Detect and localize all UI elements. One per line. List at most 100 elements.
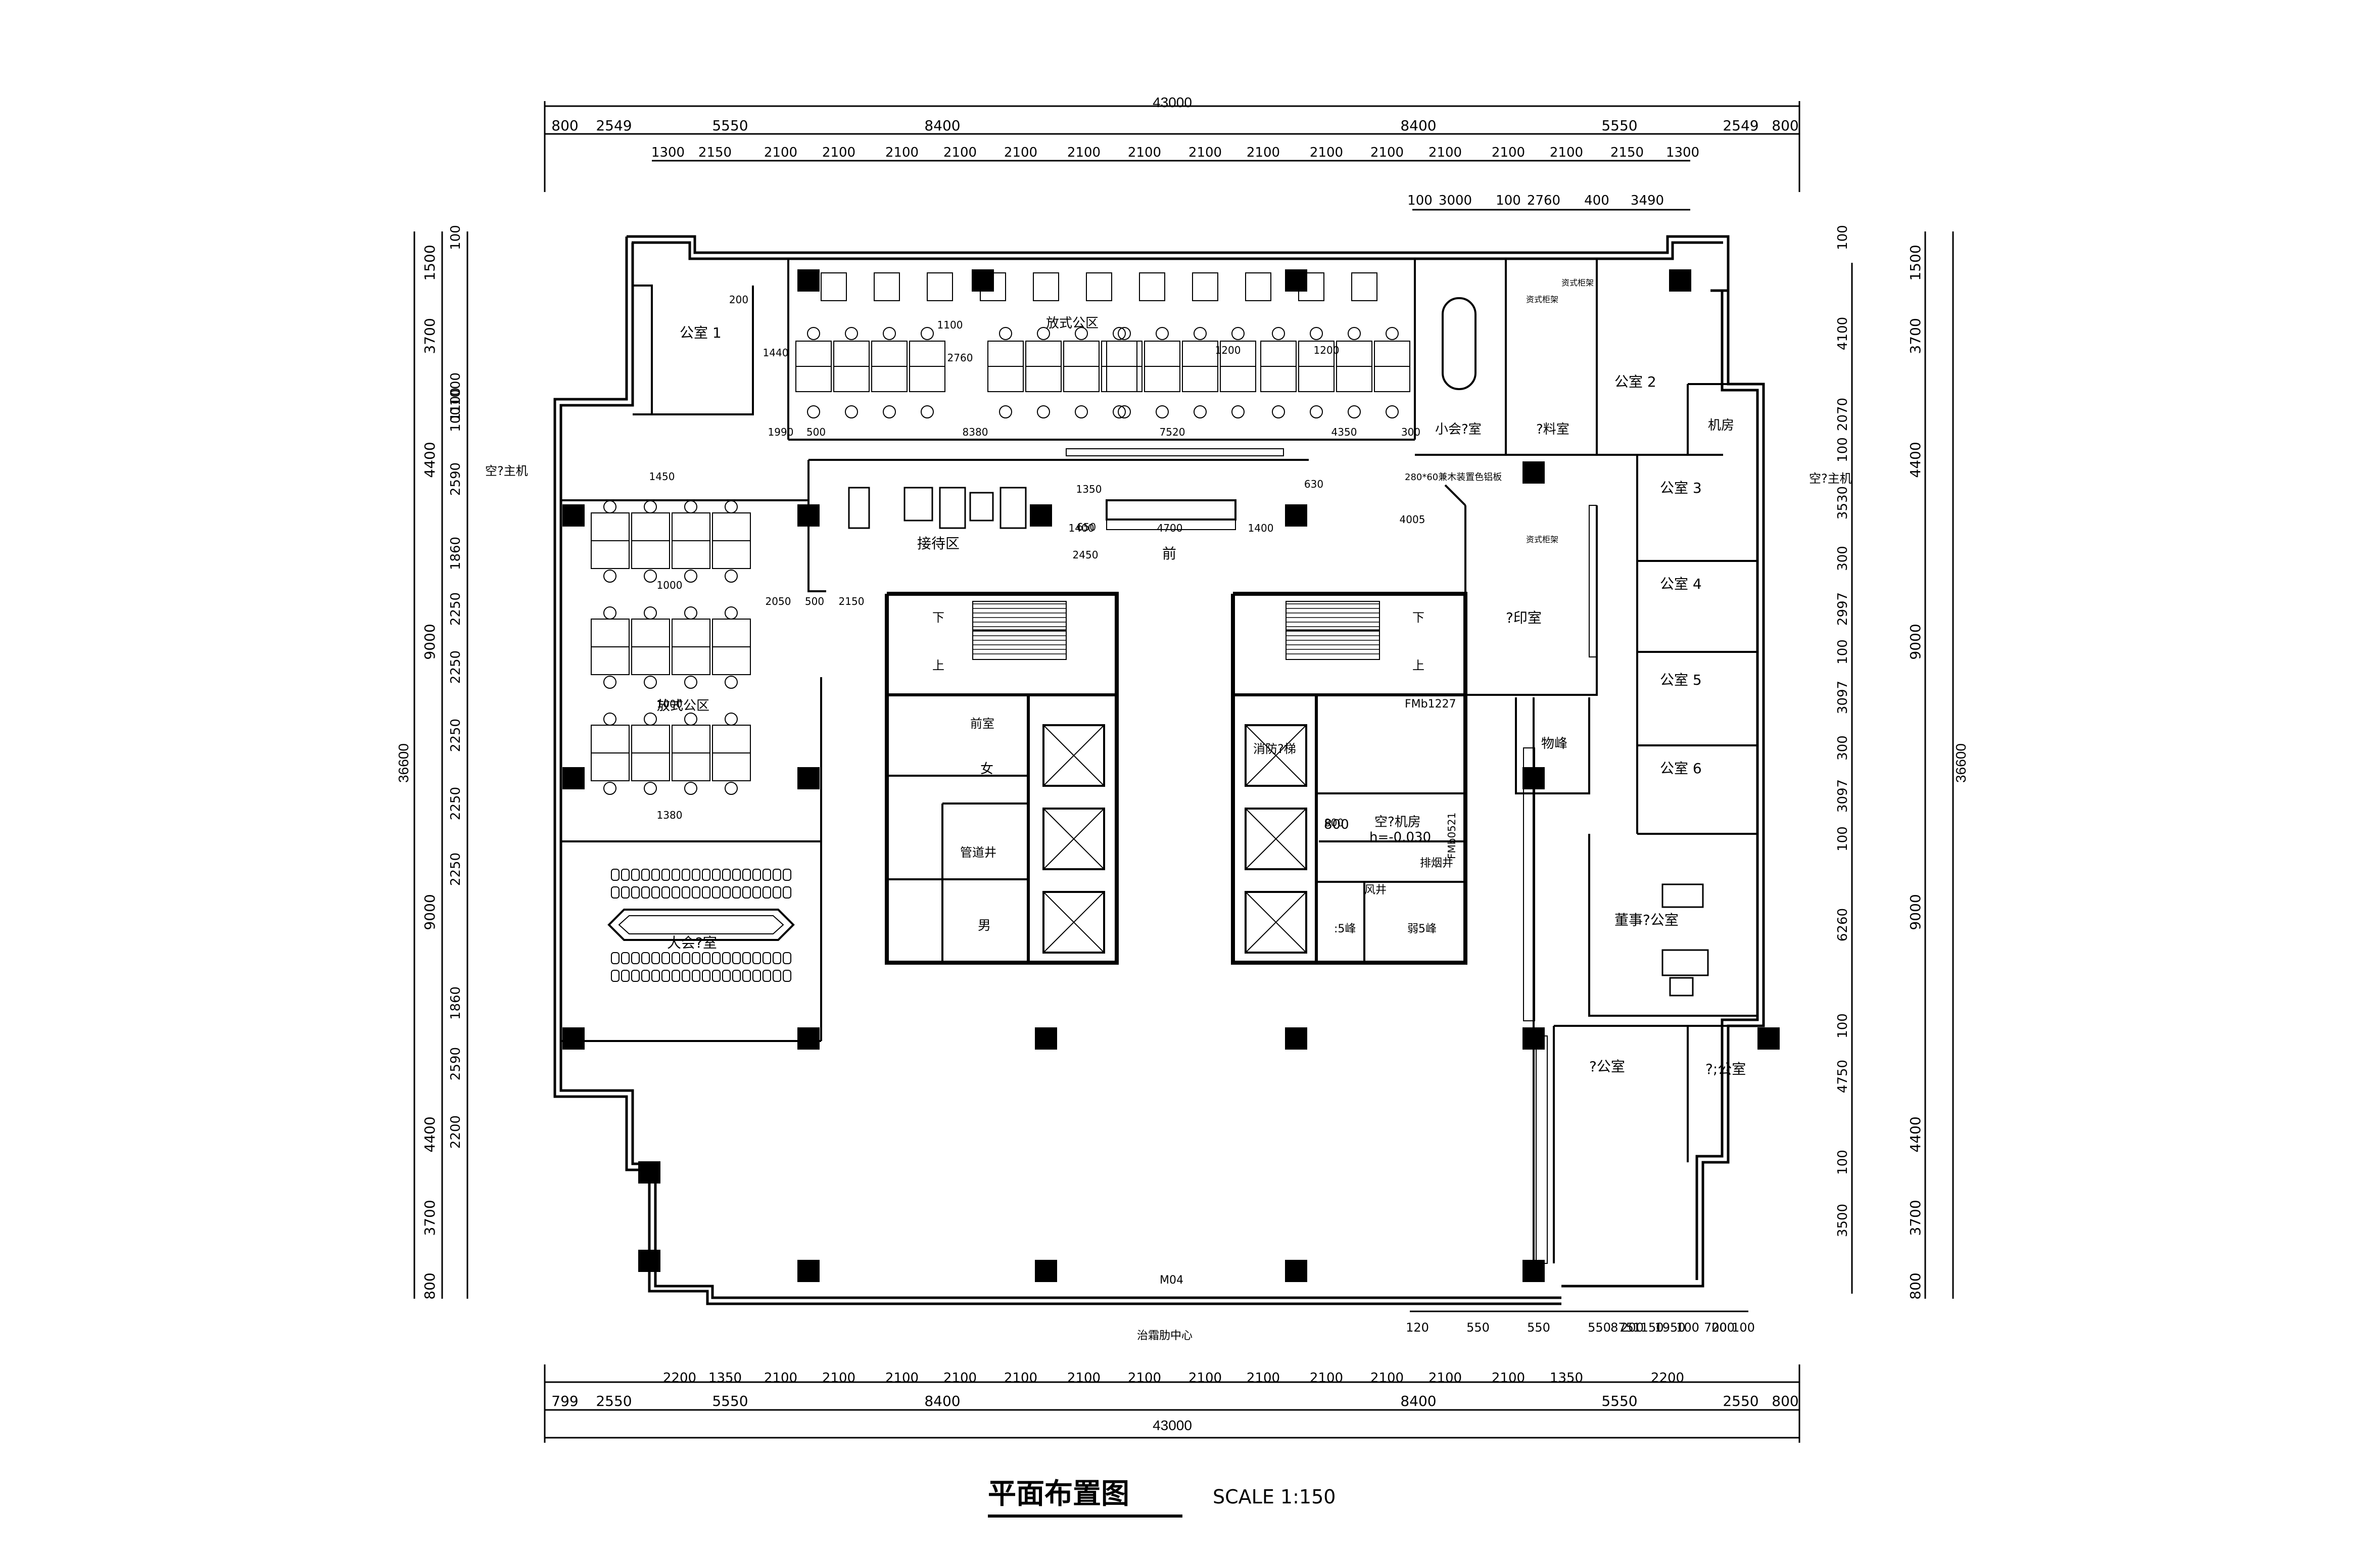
label-door-fm: FMb1227 — [1405, 698, 1456, 711]
dim-label: 2100 — [1492, 145, 1525, 160]
sofa-set — [848, 487, 1027, 529]
dim-label: 2549 — [1723, 117, 1758, 134]
workstation — [591, 713, 630, 795]
dim-label: 1500 — [1907, 245, 1924, 280]
dim-label: 2590 — [448, 462, 463, 496]
dim-label: 2100 — [1550, 145, 1583, 160]
label-stair-right-up: 上 — [1412, 658, 1424, 673]
dim-label: 3000 — [1439, 193, 1472, 208]
dim-label: 5550 — [712, 117, 748, 134]
dim-label: 800 — [1772, 117, 1798, 134]
dim-label: 2100 — [1247, 1370, 1280, 1386]
label-reception-area: 接待区 — [917, 535, 960, 552]
chair — [722, 886, 731, 899]
workstation — [631, 713, 670, 795]
inner-dim: 1200 — [1215, 344, 1241, 356]
workstation — [712, 713, 751, 795]
dim-label: 2250 — [448, 650, 463, 684]
chair — [732, 952, 741, 964]
dim-label: 2250 — [448, 787, 463, 820]
chair — [651, 952, 660, 964]
chair — [641, 886, 650, 899]
chair — [611, 952, 620, 964]
elevator — [1042, 891, 1105, 954]
inner-dim: 4005 — [1400, 513, 1425, 526]
stair-right — [1286, 601, 1380, 660]
chair — [651, 970, 660, 982]
dim-label: 100 — [448, 407, 463, 432]
desk — [980, 272, 1006, 301]
inner-dim: 1990 — [768, 426, 794, 438]
inner-dim: 1440 — [763, 347, 789, 359]
chair — [702, 952, 710, 964]
chair — [621, 970, 630, 982]
right-dim-row-2: 1004100207010035303002997100309730030971… — [1835, 225, 1850, 1237]
workstation — [672, 713, 710, 795]
column — [638, 1161, 660, 1184]
column — [638, 1250, 660, 1272]
workstation — [795, 327, 832, 418]
chair — [651, 886, 660, 899]
dim-label: 2100 — [1492, 1370, 1525, 1386]
chair — [672, 970, 680, 982]
chair — [763, 886, 771, 899]
label-ac-level: h=-0.030 — [1369, 830, 1431, 845]
label-bottom: 治霜肋中心 — [1137, 1330, 1193, 1342]
label-shaft: FMb0521 — [1446, 813, 1458, 859]
desk — [1139, 272, 1165, 301]
desk — [821, 272, 847, 301]
label-stair-left-down: 下 — [932, 610, 944, 625]
label-cabinet-1: 资式柜架 — [1526, 295, 1558, 304]
elevator — [1042, 724, 1105, 787]
chair — [661, 886, 670, 899]
dim-label: 200 — [1711, 1320, 1735, 1335]
chair — [672, 952, 680, 964]
inner-dim: 1200 — [1314, 344, 1340, 356]
dim-label: 1150 — [1633, 1320, 1663, 1335]
inner-dim: 300 — [1401, 426, 1420, 438]
inner-dim: 1400 — [1248, 522, 1274, 534]
inner-dim: 1450 — [649, 470, 675, 483]
dim-label: 1350 — [1550, 1370, 1583, 1386]
label-open-office-top: 放式公区 — [1046, 316, 1099, 331]
dim-label: 2100 — [822, 1370, 855, 1386]
dim-label: 4100 — [1835, 317, 1850, 350]
inner-dim: 1000 — [657, 579, 683, 591]
dim-label: 100 — [1835, 639, 1850, 665]
dim-label: 5550 — [1601, 117, 1637, 134]
label-data-room: ?料室 — [1536, 422, 1569, 437]
label-door-m: M04 — [1160, 1274, 1183, 1287]
dim-label: 100 — [1835, 225, 1850, 250]
dim-label: 2200 — [1651, 1370, 1684, 1386]
workstation — [1106, 327, 1143, 418]
dim-label: 5550 — [712, 1393, 748, 1409]
label-ac-machine-room: 空?机房 — [1374, 815, 1421, 830]
inner-dim: 4700 — [1157, 522, 1183, 534]
chair — [702, 970, 710, 982]
chair — [631, 869, 640, 881]
dim-label: 2550 — [1723, 1393, 1758, 1409]
dim-label: 1300 — [651, 145, 685, 160]
desk — [927, 272, 953, 301]
label-pipe-shaft: 管道井 — [960, 845, 996, 860]
elevator — [1245, 724, 1307, 787]
chair — [783, 970, 791, 982]
chair — [712, 970, 721, 982]
label-storage: 物峰 — [1541, 736, 1567, 751]
dim-label: 2100 — [1128, 1370, 1161, 1386]
label-stair-left-up: 上 — [932, 658, 944, 673]
label-front: 前 — [1162, 545, 1176, 562]
label-cabinet-2: 资式柜架 — [1526, 535, 1558, 544]
workstation — [591, 606, 630, 689]
dim-label: 200 — [1621, 1320, 1644, 1335]
chairman-desk — [1661, 883, 1709, 997]
dim-label: 100 — [1835, 1150, 1850, 1175]
dim-label: 100 — [448, 225, 463, 250]
chair — [712, 869, 721, 881]
chair — [621, 886, 630, 899]
label-chairman: 董事?公室 — [1614, 912, 1679, 928]
